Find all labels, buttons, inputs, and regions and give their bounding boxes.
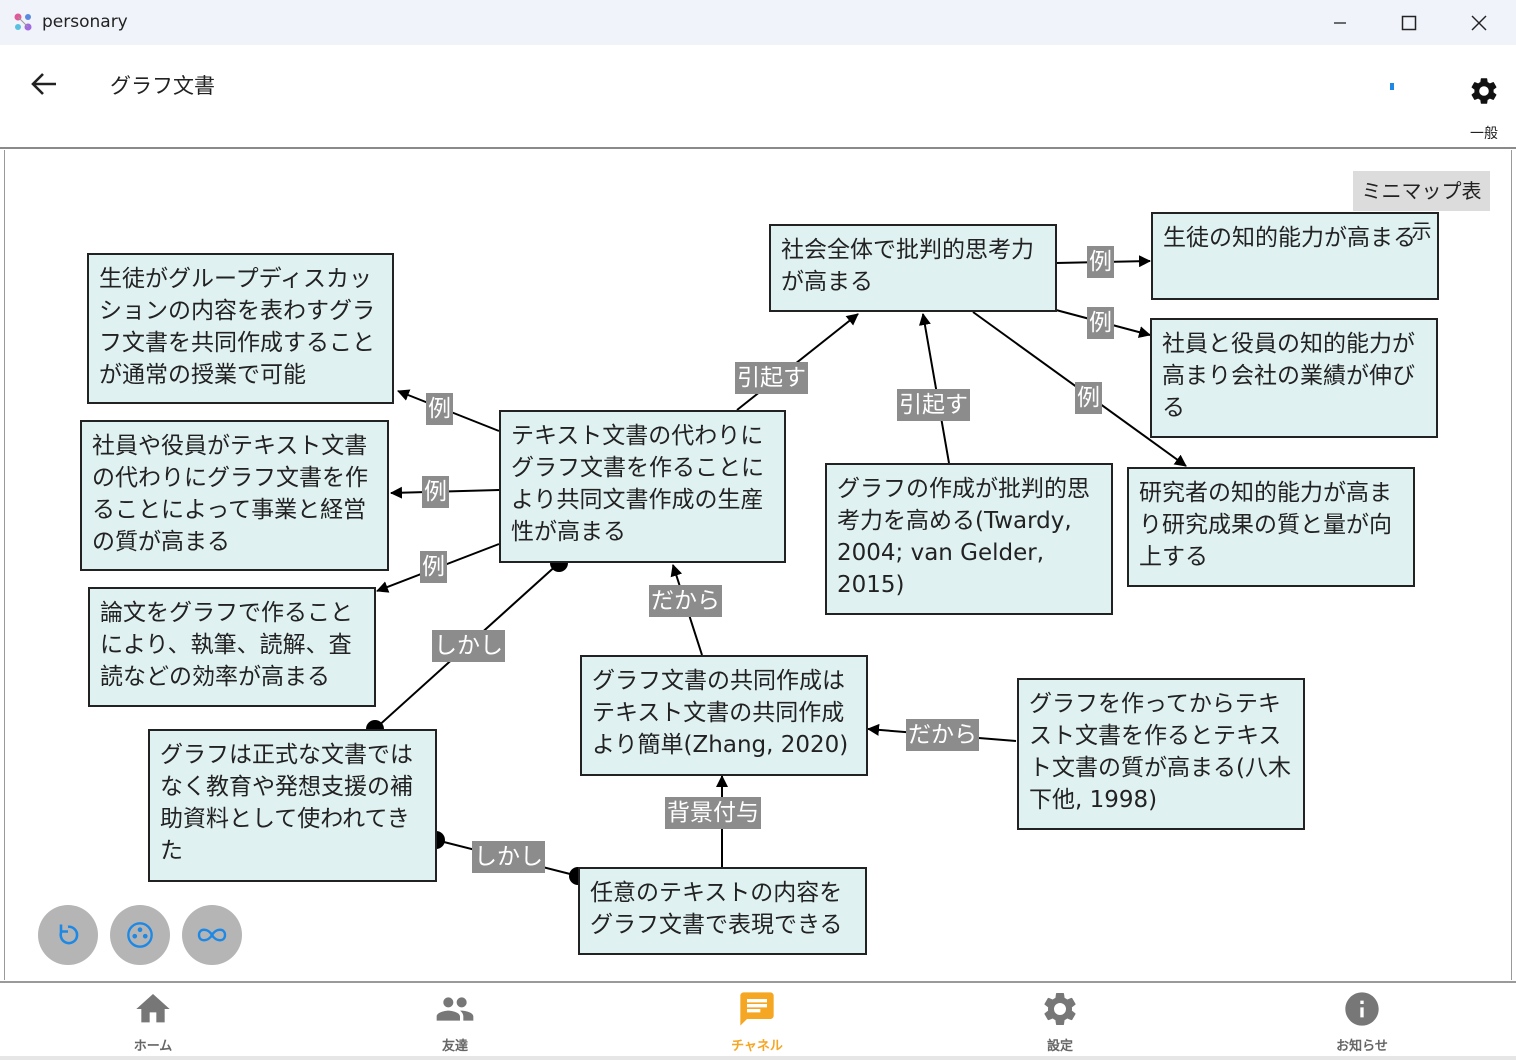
nav-home[interactable]: ホーム bbox=[78, 983, 228, 1062]
edge-label[interactable]: 例 bbox=[1087, 307, 1114, 339]
reset-view-button[interactable] bbox=[38, 905, 98, 965]
edge-label[interactable]: 例 bbox=[1075, 382, 1102, 414]
edge-label[interactable]: 背景付与 bbox=[665, 797, 761, 829]
edge-label[interactable]: しかし bbox=[472, 841, 545, 873]
app-title: personary bbox=[42, 12, 128, 32]
edge-label[interactable]: 引起す bbox=[735, 362, 808, 394]
back-button[interactable] bbox=[24, 67, 64, 101]
edge-label[interactable]: 引起す bbox=[897, 389, 970, 421]
info-icon bbox=[1345, 992, 1379, 1026]
edge-label[interactable]: 例 bbox=[1087, 246, 1114, 278]
window-bottom-edge bbox=[0, 1056, 1516, 1060]
graph-layout-icon bbox=[127, 922, 153, 948]
arrow-left-icon bbox=[31, 73, 56, 95]
rotate-left-icon bbox=[59, 924, 79, 945]
graph-canvas[interactable]: 生徒がグループディスカッションの内容を表わすグラフ文書を共同作成することが通常の… bbox=[4, 150, 1512, 980]
nav-settings[interactable]: 設定 bbox=[985, 983, 1135, 1062]
maximize-button[interactable] bbox=[1374, 0, 1444, 45]
infinity-icon bbox=[197, 928, 227, 942]
edge-label[interactable]: だから bbox=[906, 719, 979, 751]
graph-node[interactable]: 社会全体で批判的思考力が高まる bbox=[769, 224, 1057, 312]
maximize-icon bbox=[1401, 15, 1417, 30]
app-header: グラフ文書 一般 bbox=[0, 45, 1516, 148]
nav-home-label: ホーム bbox=[133, 1039, 173, 1054]
nav-notifications[interactable]: お知らせ bbox=[1287, 983, 1437, 1062]
nav-channel[interactable]: チャネル bbox=[682, 983, 832, 1062]
graph-node[interactable]: 生徒がグループディスカッションの内容を表わすグラフ文書を共同作成することが通常の… bbox=[87, 253, 394, 404]
minimap-toggle-button[interactable]: ミニマップ表示 bbox=[1353, 171, 1490, 243]
layout-button[interactable] bbox=[110, 905, 170, 965]
title-bar: personary bbox=[0, 0, 1516, 45]
general-settings-button[interactable]: 一般 bbox=[1462, 73, 1506, 153]
chat-icon bbox=[740, 992, 774, 1026]
page-title: グラフ文書 bbox=[110, 74, 215, 98]
close-icon bbox=[1471, 15, 1487, 30]
edge-label[interactable]: 例 bbox=[426, 393, 453, 425]
graph-node[interactable]: 論文をグラフで作ることにより、執筆、読解、査読などの効率が高まる bbox=[88, 587, 376, 707]
infinite-mode-button[interactable] bbox=[182, 905, 242, 965]
header-divider bbox=[0, 147, 1516, 149]
gear-icon bbox=[1044, 992, 1076, 1025]
people-icon bbox=[436, 997, 474, 1021]
graph-node[interactable]: 社員と役員の知的能力が高まり会社の業績が伸びる bbox=[1150, 318, 1438, 438]
graph-node[interactable]: テキスト文書の代わりにグラフ文書を作ることにより共同文書作成の生産性が高まる bbox=[499, 410, 786, 563]
edge-label[interactable]: しかし bbox=[432, 630, 505, 662]
minimize-button[interactable] bbox=[1305, 0, 1375, 45]
nav-channel-label: チャネル bbox=[731, 1039, 783, 1054]
home-icon bbox=[136, 994, 170, 1023]
graph-node[interactable]: グラフ文書の共同作成はテキスト文書の共同作成より簡単(Zhang, 2020) bbox=[580, 655, 868, 776]
minimize-icon bbox=[1334, 21, 1346, 24]
nav-friends-label: 友達 bbox=[441, 1039, 468, 1054]
graph-node[interactable]: グラフは正式な文書ではなく教育や発想支援の補助資料として使われてきた bbox=[148, 729, 437, 882]
nav-friends[interactable]: 友達 bbox=[380, 983, 530, 1062]
gear-icon bbox=[1471, 78, 1497, 104]
graph-node[interactable]: 研究者の知的能力が高まり研究成果の質と量が向上する bbox=[1127, 467, 1415, 587]
close-button[interactable] bbox=[1444, 0, 1514, 45]
graph-node[interactable]: グラフの作成が批判的思考力を高める(Twardy, 2004; van Geld… bbox=[825, 463, 1113, 615]
graph-node[interactable]: グラフを作ってからテキスト文書を作るとテキスト文書の質が高まる(八木下他, 19… bbox=[1017, 678, 1305, 830]
loading-indicator bbox=[1390, 83, 1394, 90]
edge-label[interactable]: だから bbox=[649, 585, 722, 617]
edge-label[interactable]: 例 bbox=[420, 551, 447, 583]
bottom-navigation: ホーム 友達 チャネル 設定 お知らせ bbox=[0, 981, 1516, 1062]
general-settings-label: 一般 bbox=[1470, 126, 1498, 142]
edge-label[interactable]: 例 bbox=[422, 476, 449, 508]
nav-settings-label: 設定 bbox=[1046, 1039, 1073, 1054]
graph-node[interactable]: 社員や役員がテキスト文書の代わりにグラフ文書を作ることによって事業と経営の質が高… bbox=[80, 420, 389, 571]
graph-node[interactable]: 生徒の知的能力が高まる bbox=[1151, 212, 1439, 300]
app-logo-icon bbox=[14, 13, 32, 31]
graph-node[interactable]: 任意のテキストの内容をグラフ文書で表現できる bbox=[578, 867, 867, 955]
edge-cause-2 bbox=[918, 313, 950, 464]
nav-notifications-label: お知らせ bbox=[1336, 1039, 1388, 1054]
